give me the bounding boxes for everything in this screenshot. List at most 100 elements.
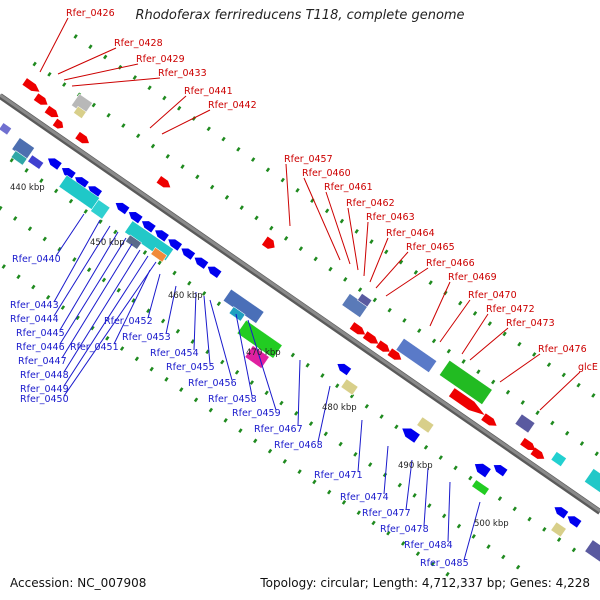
label-leader-line bbox=[363, 221, 369, 277]
tick-dot bbox=[384, 249, 389, 255]
label-leader-line bbox=[165, 285, 177, 335]
gene-label-top: Rfer_0463 bbox=[366, 212, 415, 223]
tick-dot bbox=[116, 287, 121, 293]
tick-dot bbox=[372, 297, 378, 303]
label-leader-line bbox=[149, 95, 187, 129]
tick-dot bbox=[142, 250, 148, 255]
label-leader-line bbox=[61, 243, 133, 359]
tick-dot bbox=[68, 198, 74, 204]
forward-gene-6 bbox=[75, 131, 90, 144]
tick-dot bbox=[579, 441, 585, 446]
gene-label-bottom: Rfer_0453 bbox=[122, 332, 171, 343]
gene-feature-29 bbox=[222, 288, 265, 324]
gene-label-top: Rfer_0433 bbox=[158, 68, 207, 79]
tick-dot bbox=[461, 359, 466, 364]
gene-label-bottom: Rfer_0478 bbox=[380, 524, 429, 535]
label-leader-line bbox=[317, 385, 331, 443]
reverse-gene-25 bbox=[181, 248, 196, 260]
gene-label-top: Rfer_0461 bbox=[324, 182, 373, 193]
label-leader-line bbox=[55, 213, 85, 257]
tick-dot bbox=[165, 153, 170, 159]
tick-dot bbox=[353, 452, 358, 457]
tick-dot bbox=[323, 431, 328, 437]
tick-dot bbox=[105, 335, 110, 341]
gene-feature-59 bbox=[471, 479, 490, 496]
label-leader-line bbox=[461, 313, 489, 355]
forward-gene-36 bbox=[349, 322, 366, 335]
tick-dot bbox=[160, 318, 166, 324]
tick-dot bbox=[103, 54, 108, 60]
tick-dot bbox=[91, 102, 96, 108]
genes-layer bbox=[0, 78, 600, 569]
map-title: Rhodoferax ferrireducens T118, complete … bbox=[135, 8, 465, 23]
forward-gene-48 bbox=[530, 447, 545, 459]
tick-dot bbox=[305, 362, 310, 368]
tick-dot bbox=[265, 167, 271, 173]
tick-dot bbox=[134, 356, 140, 362]
label-leader-line bbox=[303, 177, 341, 261]
genome-backbone-layer bbox=[0, 93, 600, 515]
gene-label-bottom: Rfer_0456 bbox=[188, 378, 237, 389]
gene-feature-7 bbox=[0, 122, 12, 136]
tick-dot bbox=[283, 236, 289, 241]
tick-dot bbox=[157, 260, 162, 266]
gene-label-bottom: Rfer_0451 bbox=[70, 342, 119, 353]
tick-dot bbox=[290, 352, 296, 358]
label-leader-line bbox=[247, 319, 277, 411]
tick-dot bbox=[532, 352, 537, 357]
tick-dot bbox=[320, 373, 325, 378]
gene-feature-63 bbox=[584, 539, 600, 569]
tick-dot bbox=[512, 506, 517, 512]
tick-dot bbox=[119, 346, 125, 351]
gene-label-bottom: Rfer_0455 bbox=[166, 362, 215, 373]
tick-dot bbox=[9, 157, 14, 163]
reverse-gene-27 bbox=[207, 266, 222, 279]
tick-dot bbox=[279, 400, 284, 406]
reverse-gene-13 bbox=[75, 177, 89, 189]
tick-dot bbox=[556, 537, 562, 542]
tick-dot bbox=[60, 305, 66, 310]
tick-dot bbox=[520, 400, 525, 405]
forward-gene-47 bbox=[520, 437, 536, 451]
forward-gene-2 bbox=[44, 105, 59, 118]
tick-dot bbox=[505, 389, 511, 395]
accession-text: Accession: NC_007908 bbox=[10, 576, 147, 590]
tick-dot bbox=[394, 424, 399, 430]
reverse-gene-24 bbox=[168, 239, 183, 251]
tick-dot bbox=[308, 421, 314, 426]
label-leader-line bbox=[63, 255, 149, 387]
gene-label-bottom: Rfer_0459 bbox=[232, 408, 281, 419]
tick-dot bbox=[328, 266, 333, 272]
tick-dot bbox=[209, 184, 215, 190]
tick-dot bbox=[83, 209, 88, 214]
gene-label-bottom: Rfer_0485 bbox=[420, 558, 469, 569]
tick-dot bbox=[379, 414, 384, 419]
tick-dot bbox=[269, 225, 274, 231]
tick-dot bbox=[75, 315, 80, 321]
tick-dot bbox=[412, 493, 417, 498]
tick-dot bbox=[295, 187, 300, 193]
tick-dot bbox=[254, 215, 259, 221]
gene-feature-42 bbox=[340, 378, 359, 396]
tick-dot bbox=[456, 523, 462, 529]
tick-dot bbox=[172, 270, 177, 276]
label-leader-line bbox=[347, 207, 359, 271]
label-leader-line bbox=[59, 231, 119, 331]
gene-label-bottom: Rfer_0445 bbox=[16, 328, 65, 339]
gene-label-top: Rfer_0472 bbox=[486, 304, 535, 315]
tick-dot bbox=[201, 291, 207, 296]
label-leader-line bbox=[405, 459, 413, 511]
tick-dot bbox=[417, 328, 422, 334]
tick-dot bbox=[527, 516, 532, 522]
tick-dot bbox=[546, 362, 552, 368]
tick-dot bbox=[131, 298, 136, 303]
tick-dot bbox=[132, 75, 137, 80]
tick-dot bbox=[147, 85, 152, 91]
gene-label-bottom: Rfer_0446 bbox=[16, 342, 65, 353]
tick-dot bbox=[32, 61, 37, 67]
tick-dot bbox=[113, 229, 118, 235]
tick-dot bbox=[177, 105, 182, 111]
tick-dot bbox=[398, 259, 404, 265]
reverse-gene-14 bbox=[88, 186, 103, 198]
